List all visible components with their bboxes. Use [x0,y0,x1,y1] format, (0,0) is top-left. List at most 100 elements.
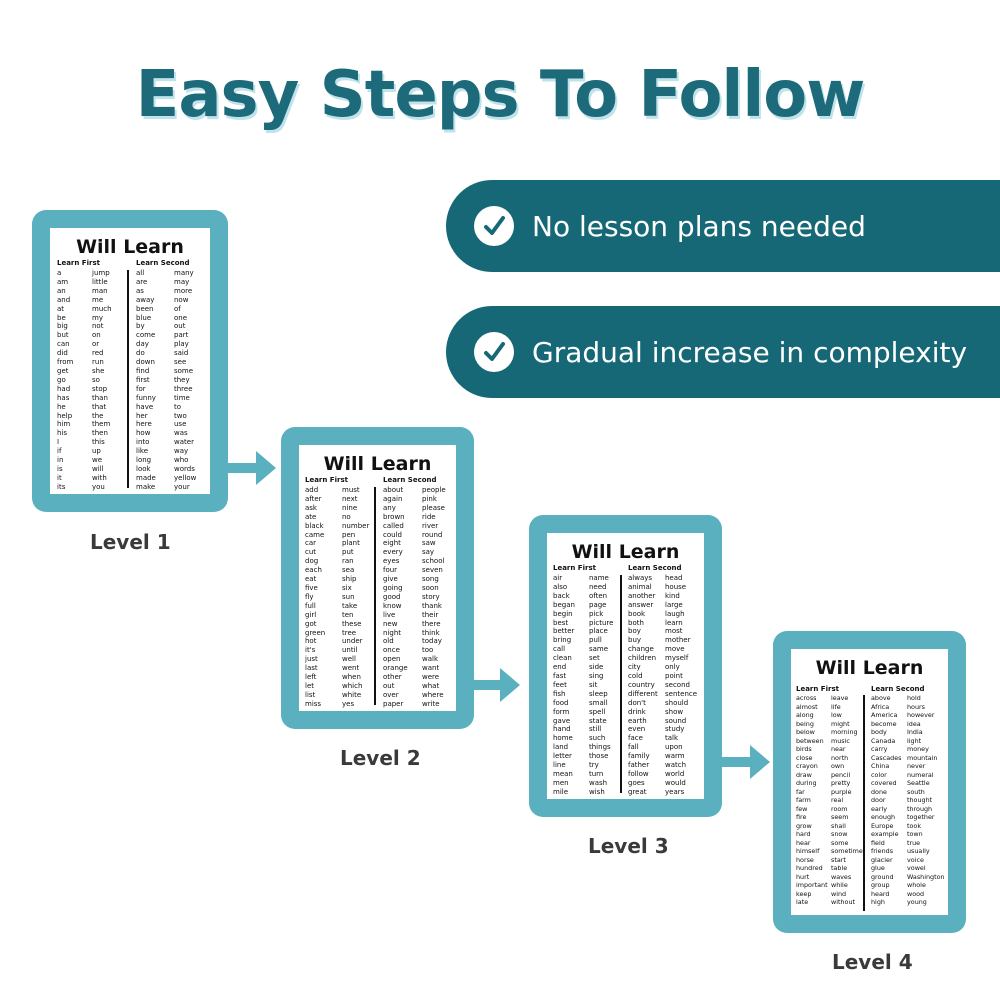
word-item: men [553,778,569,787]
word-item: like [136,447,149,456]
word-item: than [92,393,108,402]
word-item: white [342,690,362,699]
word-item: far [796,787,805,796]
word-item: will [92,464,104,473]
word-item: know [383,601,402,610]
word-item: face [628,734,643,743]
word-item: ship [342,575,357,584]
word-item: watch [665,761,687,770]
word-item: orange [383,664,408,673]
word-item: second [665,680,690,689]
word-item: eat [305,575,317,584]
word-item: home [553,734,573,743]
word-item: great [628,787,647,796]
word-item: once [383,646,400,655]
word-item: goes [628,778,645,787]
word-item: brown [383,512,405,521]
word-item: early [871,804,888,813]
word-item: came [305,530,325,539]
word-item: river [422,521,439,530]
word-item: new [383,619,398,628]
arrow-right-icon [228,451,276,485]
word-item: show [665,707,684,716]
word-item: way [174,447,189,456]
word-item: do [136,349,145,358]
word-item: need [589,582,607,591]
word-item: an [57,286,66,295]
word-item: and [57,295,71,304]
word-item: room [831,804,848,813]
word-item: table [831,864,848,872]
word-item: book [628,609,646,618]
word-item: wish [589,787,605,796]
word-item: going [383,583,403,592]
word-item: have [136,402,154,411]
word-item: list [305,690,316,699]
word-item: how [136,429,151,438]
word-item: black [305,521,324,530]
word-item: answer [628,600,654,609]
word-item: did [57,349,68,358]
word-item: or [92,340,100,349]
word-item: pencil [831,770,851,779]
word-item: boy [628,627,641,636]
word-item: try [589,761,599,770]
level-2-label: Level 2 [340,746,421,770]
word-item: one [174,313,188,322]
word-item: go [57,375,66,384]
word-item: are [136,277,148,286]
word-item: Africa [871,702,890,711]
word-item: called [383,521,404,530]
word-item: between [796,736,824,745]
learn-first-heading: Learn First [553,564,596,572]
word-item: of [174,304,181,313]
word-item: food [553,698,569,707]
word-item: farm [796,796,811,804]
word-item: pull [589,636,602,645]
word-item: I [57,438,60,447]
word-item: eight [383,539,401,548]
word-item: fly [305,592,314,601]
word-item: thought [907,796,933,804]
word-item: enough [871,813,896,821]
word-item: start [831,855,846,864]
sheet-title: Will Learn [76,236,184,258]
word-item: funny [136,393,156,402]
word-item: bring [553,636,572,645]
word-item: however [907,711,935,719]
column-divider [620,575,622,793]
word-item: her [136,411,148,420]
word-item: town [907,830,923,838]
word-item: at [57,304,65,313]
word-item: dog [305,557,319,566]
word-item: most [665,627,683,636]
word-item: which [342,681,363,690]
word-item: house [665,582,687,591]
word-item: if [57,447,62,456]
word-item: ask [305,503,317,512]
word-item: life [831,702,841,711]
sheet-title: Will Learn [815,657,924,679]
word-item: it's [305,646,316,655]
word-item: should [665,698,689,707]
column-divider [127,270,129,488]
word-item: usually [907,847,930,855]
word-item: miss [305,699,322,708]
word-item: thank [422,601,442,610]
word-item: now [174,295,189,304]
word-item: buy [628,636,642,645]
word-item: every [383,548,403,557]
word-item: letter [553,752,572,761]
word-list-sheet: Will Learn Learn First Learn Second acro… [791,649,948,915]
word-item: Washington [907,872,945,881]
word-item: important [796,881,828,889]
word-item: morning [831,728,858,736]
word-item: form [553,707,570,716]
word-item: the [92,411,104,420]
word-item: down [136,358,155,367]
